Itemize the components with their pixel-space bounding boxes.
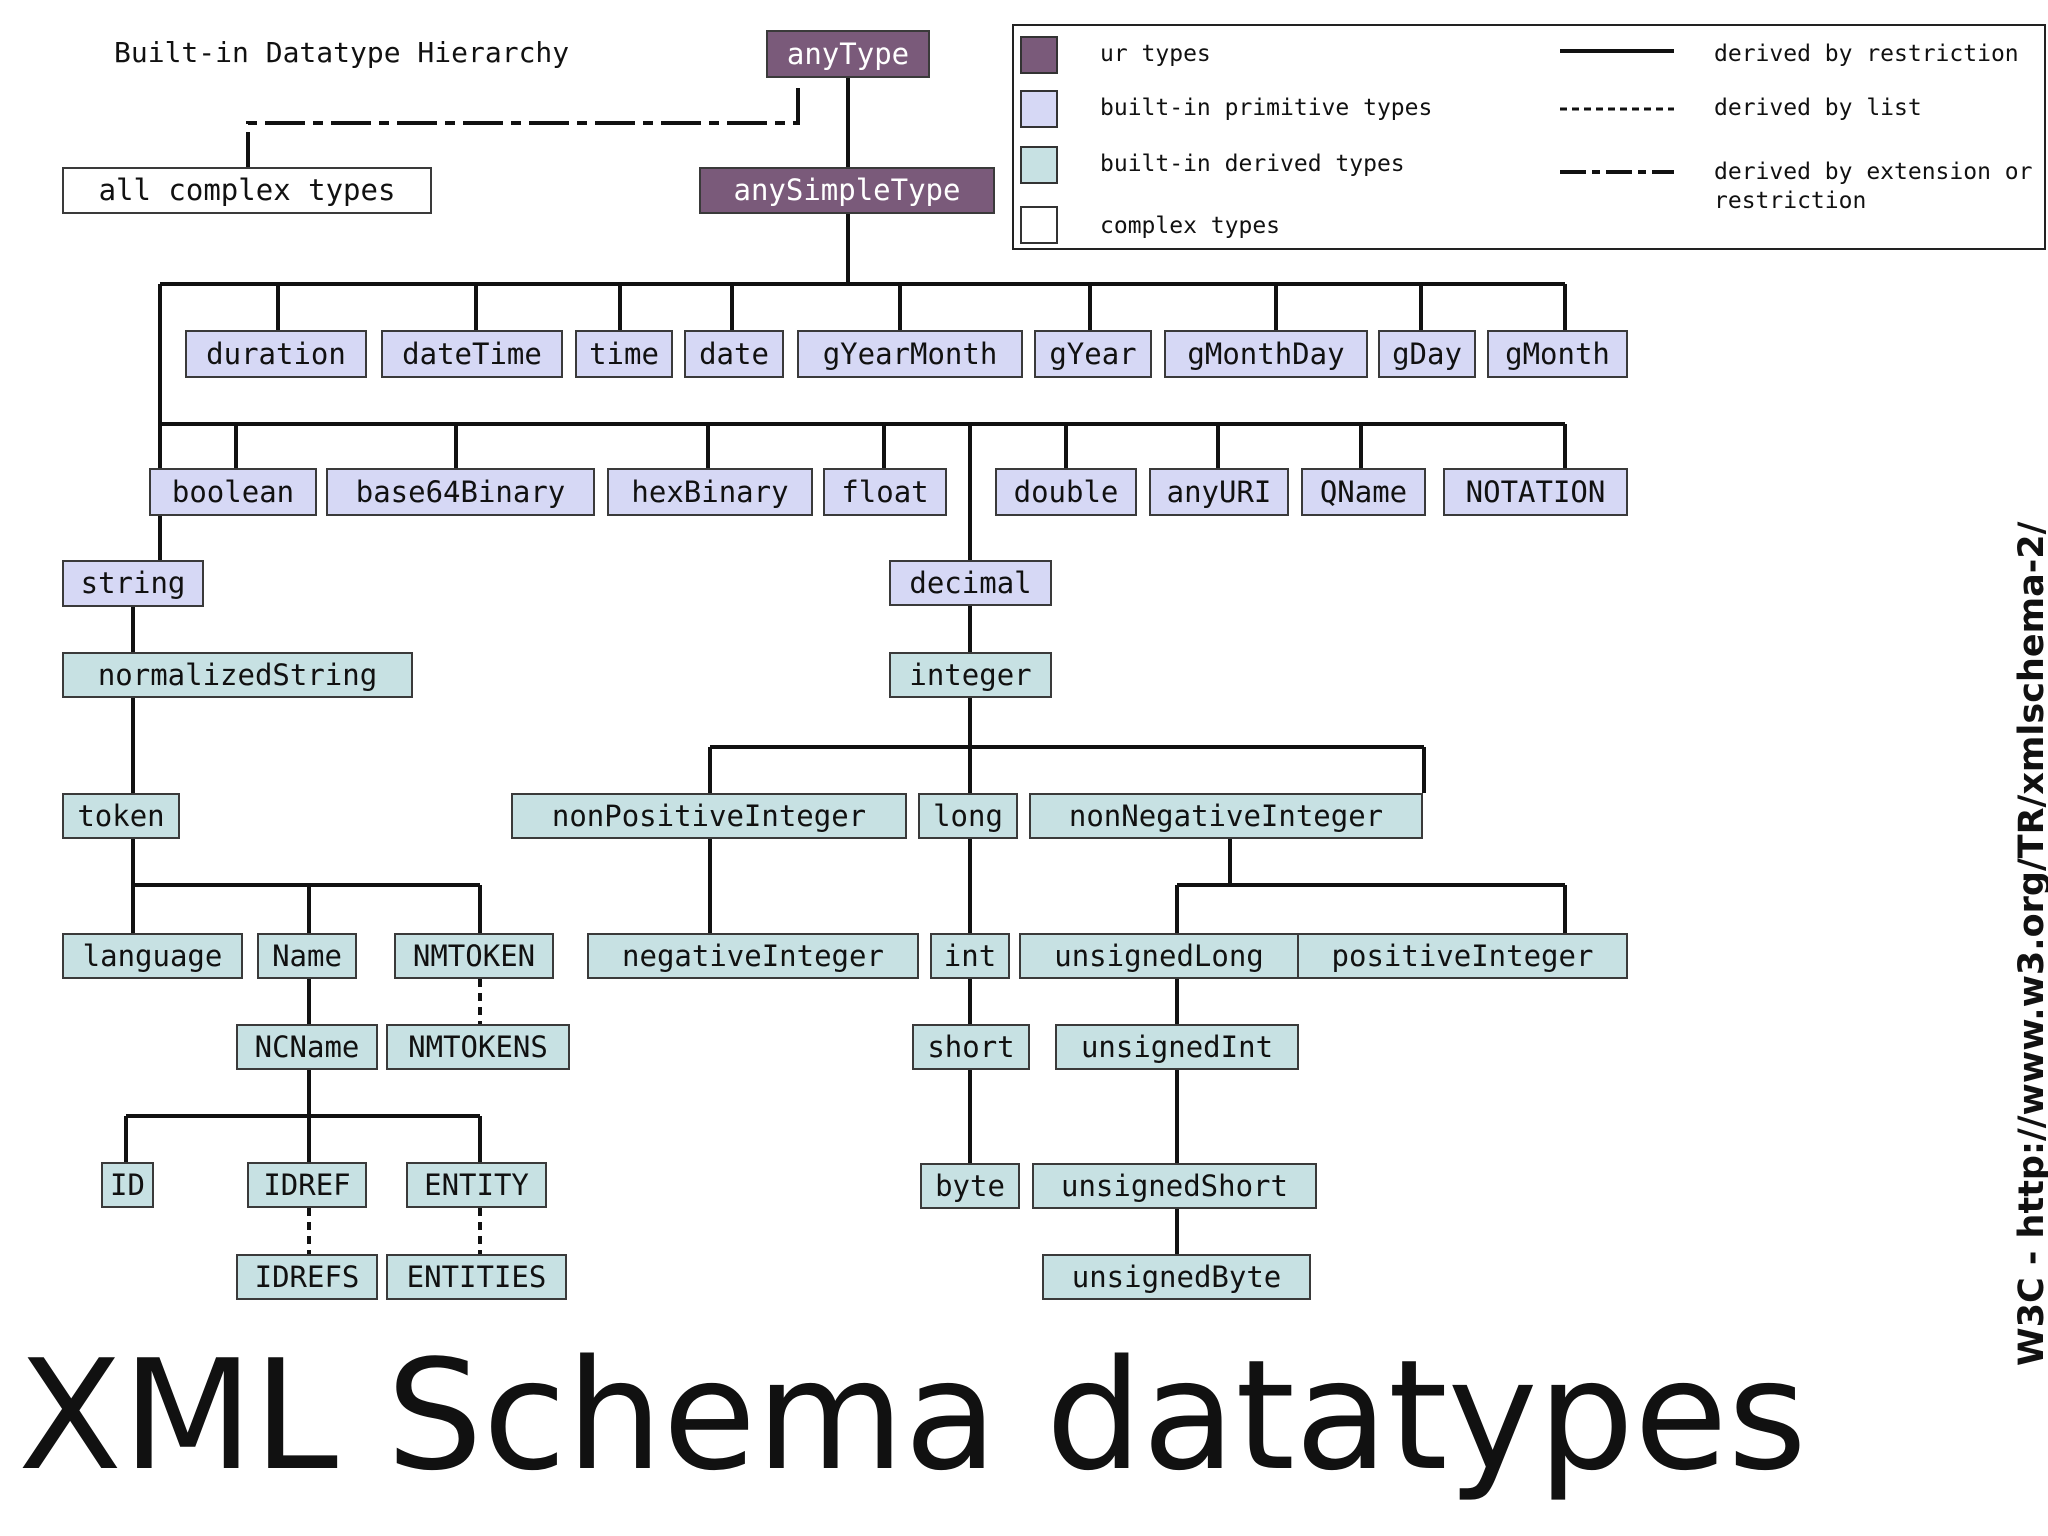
node-gmonthday: gMonthDay — [1164, 330, 1368, 378]
node-id: ID — [101, 1162, 154, 1208]
connector-integer-children — [708, 745, 1426, 793]
node-int: int — [930, 933, 1010, 979]
node-positiveinteger: positiveInteger — [1297, 933, 1628, 979]
connector-ncname-bus — [307, 1070, 480, 1118]
node-gmonth: gMonth — [1487, 330, 1628, 378]
connector-nonnegative-bus — [1228, 839, 1565, 887]
node-string: string — [62, 560, 204, 607]
node-double: double — [995, 468, 1137, 516]
node-base64binary: base64Binary — [326, 468, 595, 516]
node-unsignedbyte: unsignedByte — [1042, 1254, 1311, 1300]
node-date: date — [684, 330, 784, 378]
connector-nonnegative-children — [1175, 883, 1567, 933]
node-ncname: NCName — [236, 1024, 378, 1070]
primitive-drops-middle — [234, 424, 1567, 468]
legend-label-complex: complex types — [1100, 213, 1281, 239]
legend-line-samples — [1560, 49, 1674, 174]
node-unsignedint: unsignedInt — [1055, 1024, 1299, 1070]
node-negativeinteger: negativeInteger — [587, 933, 919, 979]
diagram-title: Built-in Datatype Hierarchy — [114, 36, 570, 69]
node-short: short — [912, 1024, 1030, 1070]
node-long: long — [918, 793, 1018, 839]
node-nmtoken: NMTOKEN — [394, 933, 554, 979]
node-all-complex-types: all complex types — [62, 167, 432, 214]
node-decimal: decimal — [889, 560, 1052, 606]
legend-label-primitive: built-in primitive types — [1100, 95, 1433, 121]
node-boolean: boolean — [149, 468, 317, 516]
node-duration: duration — [185, 330, 367, 378]
node-qname: QName — [1301, 468, 1426, 516]
node-idref: IDREF — [247, 1162, 367, 1208]
legend-swatch-complex — [1020, 206, 1058, 244]
node-token: token — [62, 793, 180, 839]
node-nonpositiveinteger: nonPositiveInteger — [511, 793, 907, 839]
legend-label-list: derived by list — [1714, 95, 1922, 121]
node-entity: ENTITY — [406, 1162, 547, 1208]
slide-title: XML Schema datatypes — [18, 1327, 1807, 1504]
node-unsignedlong: unsignedLong — [1019, 933, 1299, 979]
node-anysimpletype: anySimpleType — [699, 167, 995, 214]
source-credit: W3C - http://www.w3.org/TR/xmlschema-2/ — [2012, 521, 2048, 1366]
legend: ur types built-in primitive types built-… — [1012, 24, 2046, 250]
node-nonnegativeinteger: nonNegativeInteger — [1029, 793, 1423, 839]
primitive-drops-top — [276, 284, 1567, 366]
legend-label-extension: derived by extension or — [1714, 159, 2033, 185]
legend-label-derived: built-in derived types — [1100, 151, 1405, 177]
node-name: Name — [257, 933, 357, 979]
node-unsignedshort: unsignedShort — [1032, 1163, 1317, 1209]
node-datetime: dateTime — [381, 330, 563, 378]
node-integer: integer — [889, 652, 1052, 698]
legend-swatch-primitive — [1020, 90, 1058, 128]
node-gyearmonth: gYearMonth — [797, 330, 1023, 378]
connector-anytype-complex — [246, 88, 800, 167]
node-idrefs: IDREFS — [236, 1254, 378, 1300]
node-anyuri: anyURI — [1149, 468, 1289, 516]
node-byte: byte — [920, 1163, 1020, 1209]
connector-token-children — [131, 885, 482, 933]
node-anytype: anyType — [766, 30, 930, 78]
legend-label-restriction: derived by restriction — [1714, 41, 2019, 67]
node-float: float — [823, 468, 947, 516]
node-hexbinary: hexBinary — [607, 468, 813, 516]
legend-label-extension-cont: restriction — [1714, 188, 1867, 214]
node-time: time — [575, 330, 673, 378]
node-normalizedstring: normalizedString — [62, 652, 413, 698]
connector-integer-bus — [968, 698, 1424, 749]
node-notation: NOTATION — [1443, 468, 1628, 516]
legend-label-ur: ur types — [1100, 41, 1211, 67]
connector-ncname-children — [124, 1114, 482, 1162]
legend-swatch-ur — [1020, 36, 1058, 74]
node-entities: ENTITIES — [386, 1254, 567, 1300]
node-nmtokens: NMTOKENS — [386, 1024, 570, 1070]
legend-swatch-derived — [1020, 146, 1058, 184]
node-language: language — [62, 933, 243, 979]
node-gday: gDay — [1378, 330, 1476, 378]
node-gyear: gYear — [1034, 330, 1152, 378]
connector-token-bus — [131, 839, 480, 887]
